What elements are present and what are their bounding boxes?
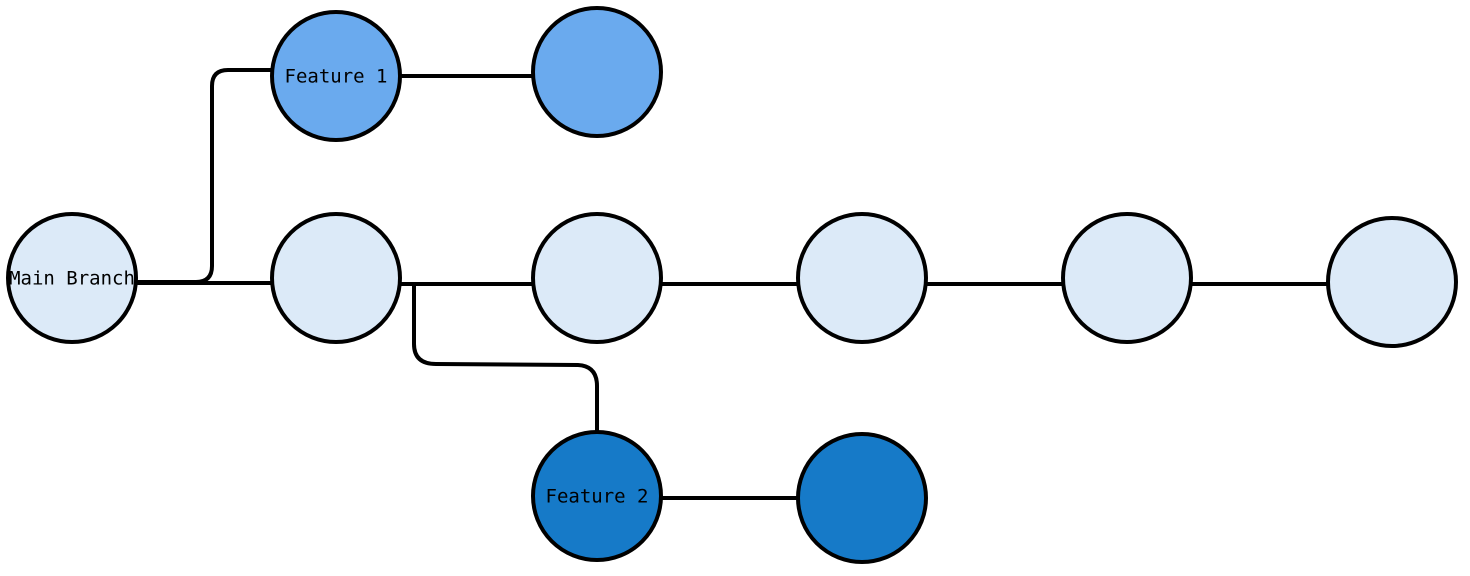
feature2-node-1 — [796, 432, 928, 564]
feature1-node-1 — [531, 6, 663, 138]
main-branch-label: Main Branch — [9, 268, 135, 290]
feature1-node-0 — [270, 10, 402, 142]
main-to-feature1-connector — [136, 68, 274, 284]
main-node-1 — [270, 212, 402, 344]
edges — [136, 68, 1330, 500]
main-node-4 — [1061, 212, 1193, 344]
feature1-nodes — [270, 6, 663, 142]
main-node-0 — [6, 212, 138, 344]
main-to-feature2-connector — [412, 284, 599, 434]
feature2-label: Feature 2 — [546, 486, 649, 508]
main-node-2 — [531, 212, 663, 344]
main-branch-nodes — [6, 212, 1458, 348]
main-node-3 — [796, 212, 928, 344]
feature2-node-0 — [531, 430, 663, 562]
feature2-nodes — [531, 430, 928, 564]
feature1-label: Feature 1 — [285, 66, 388, 88]
main-node-5 — [1326, 216, 1458, 348]
